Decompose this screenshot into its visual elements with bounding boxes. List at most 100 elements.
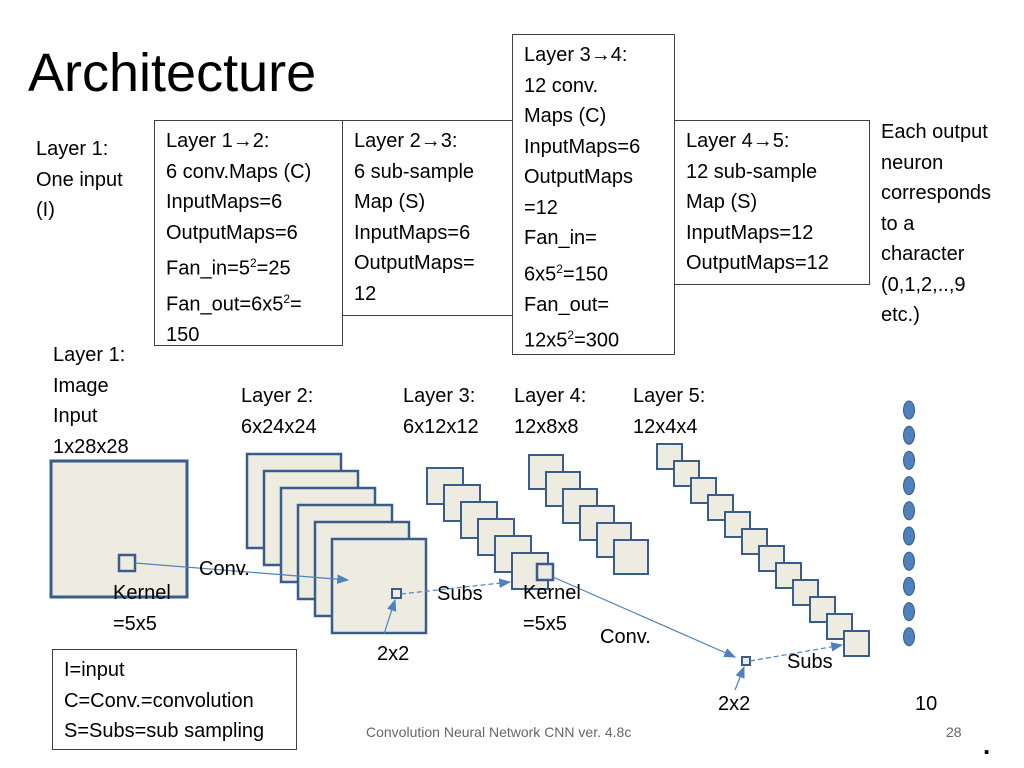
output-note-line: to a [881,212,915,235]
legend-line: C=Conv.=convolution [64,689,254,712]
conv2-arrow [552,576,737,658]
layer1-desc-line: One input [36,168,123,191]
layer4-5-line: Map (S) [686,191,758,213]
layer1-2-box: Layer 1→2: 6 conv.Maps (C) InputMaps=6 O… [154,120,343,346]
output-neuron [903,400,915,420]
output-neuron [903,450,915,470]
output-neuron [903,501,915,521]
layer4-label-line: Layer 4: [514,385,587,407]
legend-line: I=input [64,659,125,681]
pool2-cell [741,656,751,666]
output-neuron [903,425,915,445]
kernel2-label-line: =5x5 [523,612,567,635]
kernel2-box [535,562,555,582]
layer1-2-line: 6 conv.Maps (C) [166,160,312,183]
layer3-4-fan-in: 6x52=150 [524,261,608,286]
layer4-5-line: InputMaps=12 [686,221,814,244]
layer4-label: Layer 4: 12x8x8 [514,381,586,442]
layer1-desc-line: (I) [36,199,55,221]
layer5-label: Layer 5: 12x4x4 [633,381,705,442]
layer2-3-line: InputMaps=6 [354,221,471,244]
layer3-4-line: 12 conv. [524,74,599,97]
output-note-line: (0,1,2,..,9 [881,273,966,296]
subs2-label: Subs [787,651,833,673]
layer3-label-line: 6x12x12 [403,415,479,438]
layer3-maps [426,467,549,590]
layer2-label: Layer 2: 6x24x24 [241,381,317,442]
layer5-feature-map [792,579,819,606]
output-note-line: corresponds [881,182,992,204]
layer2-3-heading: Layer 2→3: [354,130,458,152]
right-arrow-icon: → [420,130,441,152]
conv1-label: Conv. [199,558,250,580]
pool1-arrow [383,598,397,635]
layer1-2-fan-out-value: 150 [166,324,200,347]
conv2-label: Conv. [600,626,651,648]
layer1-label-line: Input [53,405,98,427]
output-neurons [903,400,915,647]
layer2-3-line: 12 [354,282,377,305]
output-neuron [903,526,915,546]
layer3-4-fan-out: 12x52=300 [524,328,620,352]
layer1-2-heading: Layer 1→2: [166,130,270,152]
layer1-label-line: Layer 1: [53,344,126,366]
kernel2-label-line: Kernel [523,582,581,604]
pool2-label: 2x2 [718,693,751,715]
output-note-line: neuron [881,151,944,174]
kernel1-label-line: Kernel [113,582,171,604]
pool2-arrow [734,665,745,691]
subs1-arrow [400,578,512,595]
subs1-label: Subs [437,583,483,605]
right-arrow-icon: → [232,130,253,152]
output-neuron [903,602,915,622]
layer2-feature-map [330,537,428,635]
right-arrow-icon: → [752,130,773,152]
pool1-label: 2x2 [377,643,410,665]
layer1-description: Layer 1: One input (I) [36,134,123,226]
layer3-4-line: InputMaps=6 [524,135,641,158]
kernel1-label-line: =5x5 [113,612,157,635]
pool1-cell [391,588,402,599]
layer4-5-box: Layer 4→5: 12 sub-sample Map (S) InputMa… [674,120,870,285]
kernel1-label: Kernel =5x5 [113,578,171,639]
output-neuron [903,551,915,571]
kernel1-box [117,553,137,573]
layer2-3-line: Map (S) [354,191,426,213]
layer4-5-line: OutputMaps=12 [686,252,829,274]
layer3-4-fan-out-label: Fan_out= [524,293,610,316]
layer2-3-box: Layer 2→3: 6 sub-sample Map (S) InputMap… [342,120,532,316]
layer4-5-line: 12 sub-sample [686,160,818,183]
layer1-desc-line: Layer 1: [36,138,109,160]
layer5-feature-map [656,443,683,470]
layer5-feature-map [843,630,870,657]
conv1-arrow [134,562,350,584]
output-neuron [903,627,915,647]
layer5-label-line: Layer 5: [633,385,706,407]
layer5-label-line: 12x4x4 [633,415,698,438]
layer3-label-line: Layer 3: [403,385,476,407]
layer2-3-line: OutputMaps= [354,252,475,274]
output-neuron [903,576,915,596]
layer3-4-line: =12 [524,196,558,219]
output-count-label: 10 [915,693,938,715]
output-note-line: character [881,243,965,265]
footer-text: Convolution Neural Network CNN ver. 4.8c [366,724,632,740]
layer4-label-line: 12x8x8 [514,415,579,438]
output-note: Each output neuron corresponds to a char… [881,117,991,331]
layer5-maps [656,443,870,657]
layer3-4-box: Layer 3→4: 12 conv. Maps (C) InputMaps=6… [512,34,675,355]
layer3-4-line: OutputMaps [524,166,633,188]
layer4-feature-map [613,539,649,575]
page-number: 28 [946,724,962,740]
layer1-2-line: OutputMaps=6 [166,221,298,244]
layer1-2-fan-out: Fan_out=6x52= [166,292,302,316]
layer1-label-line: Image [53,374,109,397]
layer1-label: Layer 1: Image Input 1x28x28 [53,340,129,462]
layer1-2-fan-in: Fan_in=52=25 [166,256,291,280]
layer3-4-line: Maps (C) [524,105,607,127]
layer3-label: Layer 3: 6x12x12 [403,381,479,442]
legend-box: I=input C=Conv.=convolution S=Subs=sub s… [52,649,297,750]
layer4-maps [528,454,649,575]
layer2-maps [245,452,428,635]
output-note-line: Each output [881,121,988,143]
